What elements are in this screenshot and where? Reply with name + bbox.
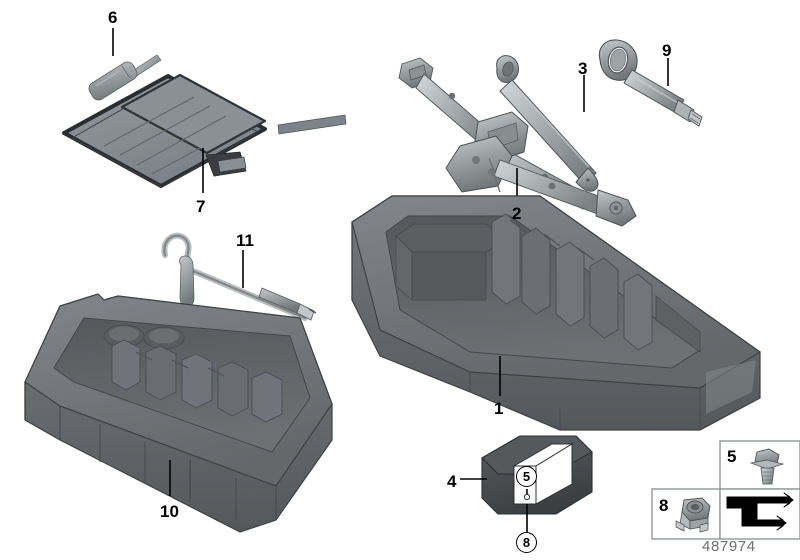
- part-tool-tray-large: [351, 195, 762, 431]
- direction-arrow-icon: [726, 492, 794, 531]
- callout-9: 9: [662, 41, 672, 60]
- callout-10: 10: [160, 502, 179, 521]
- callout-3: 3: [578, 59, 588, 78]
- diagram-part-number: 487974: [702, 538, 756, 555]
- part-bracket-clamp: [460, 435, 593, 532]
- callout-11: 11: [236, 231, 254, 250]
- part-tool-roll-mat: [62, 73, 347, 193]
- legend-number-5: 5: [727, 447, 737, 466]
- hex-flange-bolt-icon: [749, 448, 785, 485]
- part-jack-crank-rod: [496, 55, 599, 192]
- callout-7: 7: [196, 197, 206, 216]
- callout-2: 2: [512, 204, 522, 223]
- part-tool-tray-foam: [24, 293, 333, 533]
- part-tow-hook-eye: [598, 39, 703, 127]
- legend-number-8: 8: [659, 496, 669, 515]
- legend-panel: [651, 440, 800, 540]
- callout-1: 1: [494, 399, 504, 418]
- circled-callout-8: 8: [516, 532, 537, 553]
- circled-callout-5: 5: [516, 466, 537, 487]
- callout-6: 6: [108, 8, 118, 27]
- cage-nut-clip-icon: [675, 497, 711, 533]
- part-scissor-jack: [398, 57, 637, 227]
- callout-4: 4: [447, 472, 457, 491]
- part-screwdriver: [88, 28, 162, 101]
